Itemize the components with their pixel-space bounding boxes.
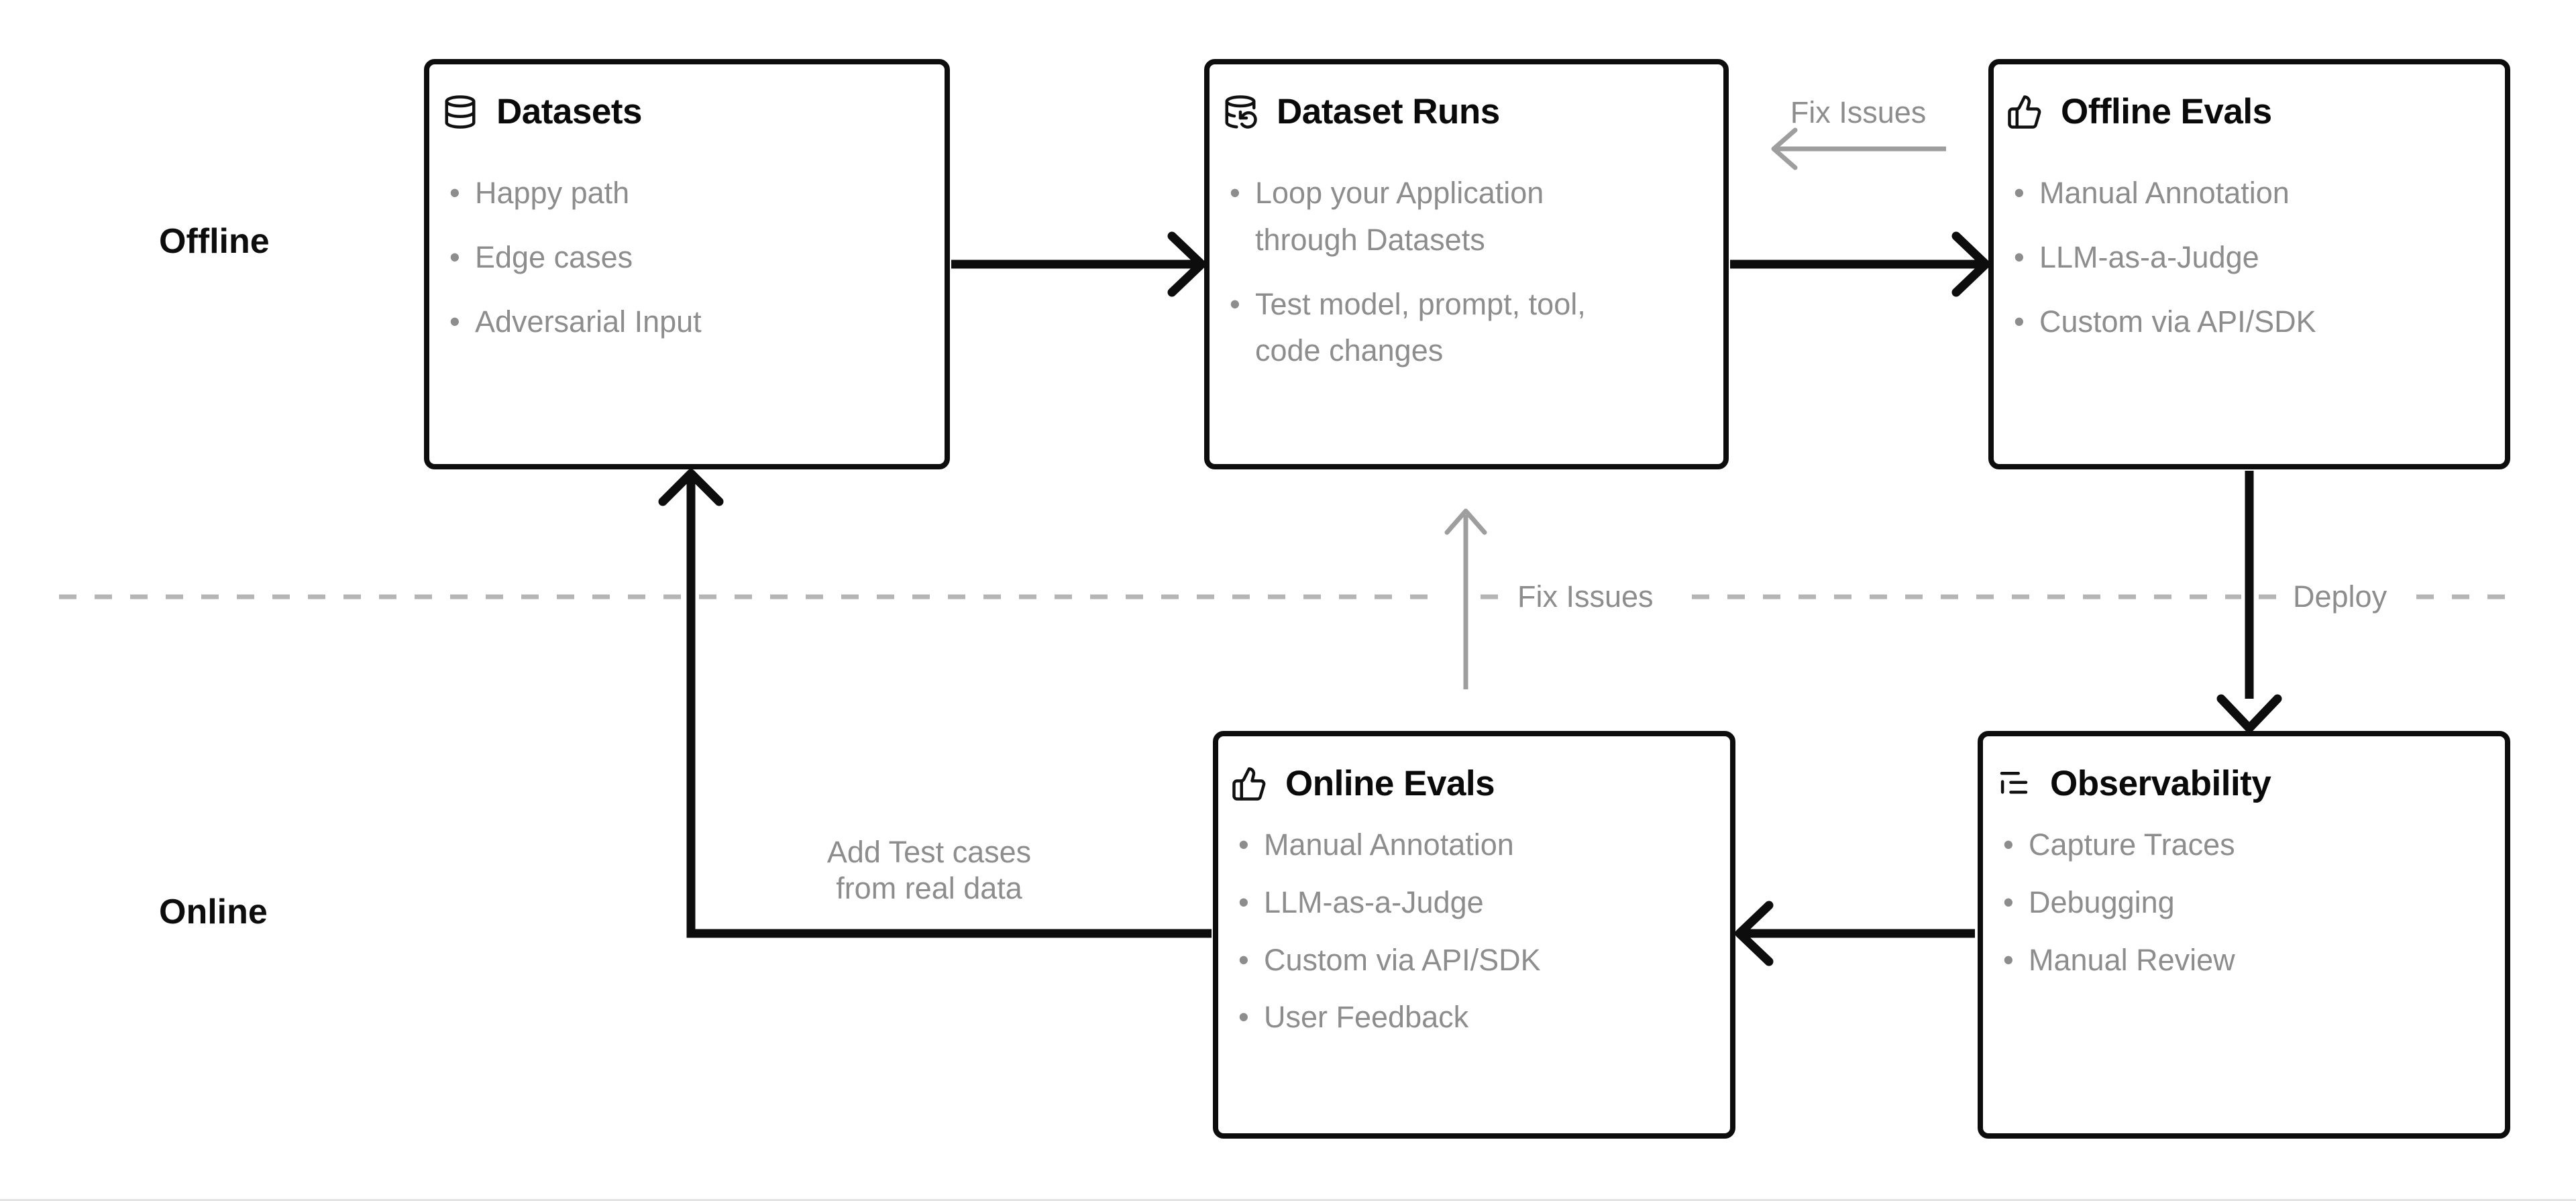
list-item: Test model, prompt, tool, code changes [1222, 281, 1644, 375]
list-item: Manual Annotation [1230, 821, 1710, 868]
node-datasets: Datasets Happy path Edge cases Adversari… [424, 59, 950, 469]
node-dataset-runs-list: Loop your Application through Datasets T… [1222, 170, 1703, 374]
label-add-test-cases: Add Test cases from real data [775, 834, 1083, 907]
node-online-evals: Online Evals Manual Annotation LLM-as-a-… [1213, 731, 1735, 1139]
list-item: LLM-as-a-Judge [1230, 879, 1710, 926]
list-item: User Feedback [1230, 994, 1710, 1041]
node-dataset-runs: Dataset Runs Loop your Application throu… [1204, 59, 1729, 469]
thumbs-up-icon [1230, 765, 1268, 803]
list-item: Happy path [441, 170, 924, 217]
node-observability-title: Observability [2050, 764, 2271, 803]
arrow-fix-issues-vertical [1444, 508, 1487, 689]
label-fix-issues-top: Fix Issues [1790, 95, 1927, 129]
database-icon [441, 93, 479, 131]
node-dataset-runs-header: Dataset Runs [1222, 91, 1703, 132]
arrow-datasets-to-dataset-runs [951, 231, 1206, 297]
label-add-test-cases-line1: Add Test cases [826, 835, 1032, 869]
node-datasets-header: Datasets [441, 91, 924, 132]
list-item: LLM-as-a-Judge [2006, 234, 2485, 281]
label-deploy: Deploy [2293, 579, 2387, 614]
node-observability-header: Observability [1995, 763, 2485, 804]
list-item: Adversarial Input [441, 298, 924, 345]
arrow-observability-to-online-evals [1735, 901, 1975, 966]
list-item: Manual Annotation [2006, 170, 2485, 217]
node-datasets-title: Datasets [496, 92, 642, 131]
arrow-dataset-runs-to-offline-evals [1730, 231, 1990, 297]
node-observability: Observability Capture Traces Debugging M… [1978, 731, 2510, 1139]
section-label-online: Online [159, 893, 268, 931]
trace-list-icon [1995, 765, 2033, 803]
list-item: Custom via API/SDK [1230, 937, 1710, 984]
node-offline-evals: Offline Evals Manual Annotation LLM-as-a… [1988, 59, 2510, 469]
node-observability-list: Capture Traces Debugging Manual Review [1995, 821, 2485, 983]
node-offline-evals-title: Offline Evals [2061, 92, 2272, 131]
node-offline-evals-header: Offline Evals [2006, 91, 2485, 132]
node-offline-evals-list: Manual Annotation LLM-as-a-Judge Custom … [2006, 170, 2485, 345]
list-item: Loop your Application through Datasets [1222, 170, 1644, 264]
node-dataset-runs-title: Dataset Runs [1277, 92, 1500, 131]
database-rerun-icon [1222, 93, 1259, 131]
list-item: Debugging [1995, 879, 2485, 926]
node-datasets-list: Happy path Edge cases Adversarial Input [441, 170, 924, 345]
arrow-fix-issues-top [1771, 127, 1946, 170]
list-item: Capture Traces [1995, 821, 2485, 868]
label-fix-issues-middle: Fix Issues [1517, 579, 1654, 614]
node-online-evals-header: Online Evals [1230, 763, 1710, 804]
node-online-evals-title: Online Evals [1285, 764, 1495, 803]
list-item: Custom via API/SDK [2006, 298, 2485, 345]
thumbs-up-icon [2006, 93, 2043, 131]
section-label-offline: Offline [159, 222, 270, 261]
label-add-test-cases-line2: from real data [836, 871, 1022, 905]
list-item: Manual Review [1995, 937, 2485, 984]
arrow-offline-evals-to-observability [2216, 471, 2282, 733]
node-online-evals-list: Manual Annotation LLM-as-a-Judge Custom … [1230, 821, 1710, 1041]
list-item: Edge cases [441, 234, 924, 281]
